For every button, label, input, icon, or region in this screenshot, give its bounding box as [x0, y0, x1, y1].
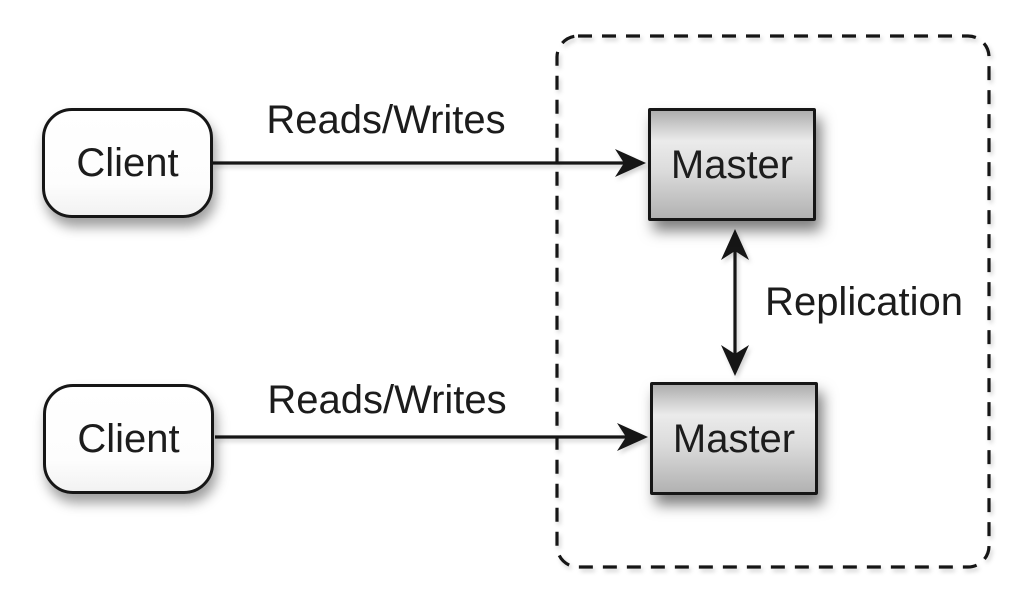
client-node-bottom-label: Client — [77, 417, 180, 461]
replication-cluster-boundary — [555, 34, 991, 569]
master-node-top: Master — [648, 108, 816, 221]
reads-writes-label-bottom: Reads/Writes — [267, 378, 507, 422]
reads-writes-arrow-top — [213, 149, 646, 177]
client-node-top-label: Client — [76, 141, 179, 185]
reads-writes-arrow-bottom — [215, 423, 648, 451]
client-node-bottom: Client — [43, 384, 214, 494]
master-node-bottom-label: Master — [672, 416, 796, 461]
replication-label: Replication — [765, 280, 963, 324]
replication-arrow — [721, 229, 749, 376]
client-node-top: Client — [42, 108, 213, 218]
master-node-top-label: Master — [670, 142, 794, 187]
master-node-bottom: Master — [650, 382, 818, 495]
reads-writes-label-top: Reads/Writes — [266, 98, 506, 142]
